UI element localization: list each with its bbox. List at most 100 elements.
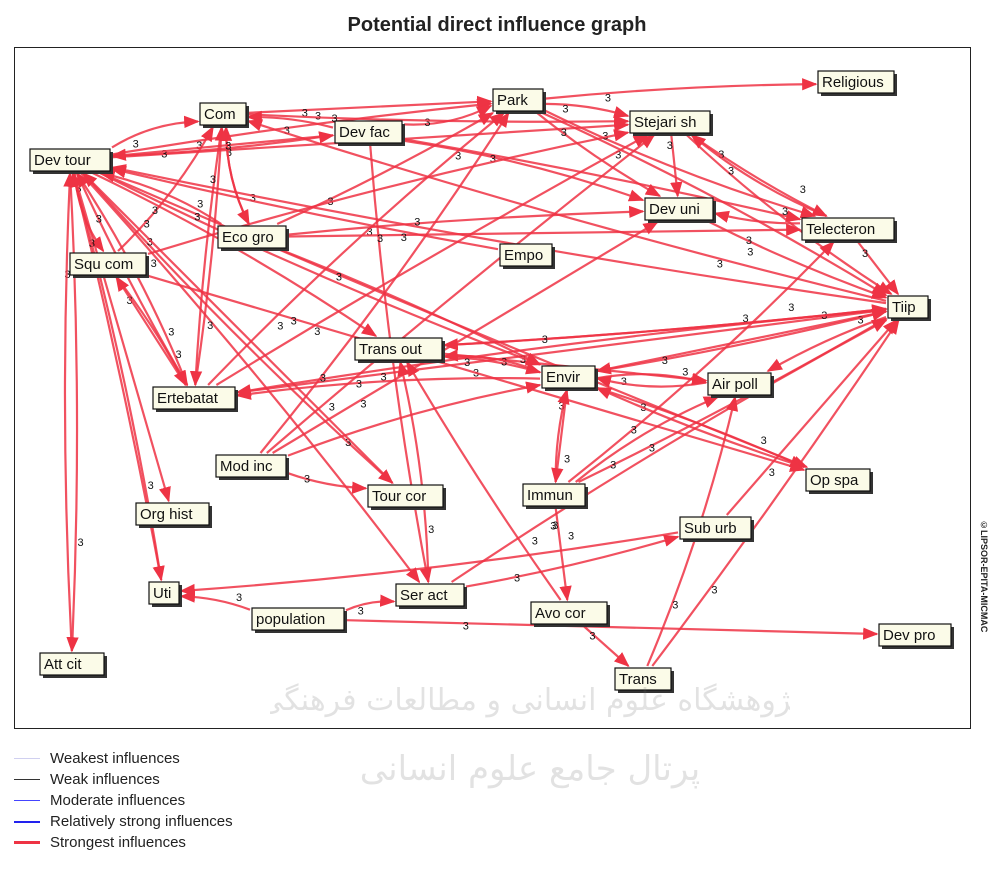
legend-swatch-moderate xyxy=(14,800,40,801)
legend-item-strongest: Strongest influences xyxy=(14,832,233,853)
edge-population-to-seract xyxy=(345,594,396,612)
edge-weight-label: 3 xyxy=(621,376,627,388)
edge-devtour-to-orghist xyxy=(72,172,171,503)
node-box xyxy=(492,88,544,112)
edge-devtour-to-park xyxy=(111,98,493,156)
edge-weight-label: 3 xyxy=(564,454,570,466)
legend-item-weakest: Weakest influences xyxy=(14,748,233,769)
edge-weight-label: 3 xyxy=(631,425,637,437)
edge-weight-label: 3 xyxy=(501,357,507,369)
legend-label-strongest: Strongest influences xyxy=(50,834,186,851)
node-box xyxy=(878,623,952,647)
watermark: پژوهشگاه علوم انسانی و مطالعات فرهنگی پر… xyxy=(270,683,790,789)
node-box xyxy=(215,454,287,478)
edge-park-to-telecteron xyxy=(544,109,817,218)
edge-weight-label: 3 xyxy=(862,248,868,260)
edge-tourcor-to-devtour xyxy=(81,171,394,484)
node-label: Sub urb xyxy=(684,520,737,537)
node-box xyxy=(887,295,929,319)
node-telecteron: Telecteron xyxy=(801,217,897,243)
edge-weight-label: 3 xyxy=(377,233,383,245)
edge-weight-label: 3 xyxy=(314,326,320,338)
node-label: Ser act xyxy=(400,587,448,604)
edge-weight-label: 3 xyxy=(717,258,723,270)
edge-weight-label: 3 xyxy=(743,313,749,325)
node-squcom: Squ com xyxy=(69,252,149,278)
node-orghist: Org hist xyxy=(135,502,212,528)
edge-weight-label: 3 xyxy=(358,605,364,617)
legend-item-weak: Weak influences xyxy=(14,769,233,790)
edge-weight-label: 3 xyxy=(367,227,373,239)
edge-ecogro-to-envir xyxy=(280,248,542,366)
edge-devtour-to-envir xyxy=(99,172,542,366)
edge-weight-label: 3 xyxy=(161,149,167,161)
edge-weight-label: 3 xyxy=(302,107,308,119)
node-box xyxy=(199,102,247,126)
edge-seract-to-transout xyxy=(397,360,430,583)
edge-weight-label: 3 xyxy=(250,192,256,204)
edge-weight-label: 3 xyxy=(96,213,102,225)
legend-swatch-strongest xyxy=(14,841,40,844)
node-label: Op spa xyxy=(810,472,859,489)
edge-weight-label: 3 xyxy=(610,459,616,471)
edge-ertebatat-to-squcom xyxy=(115,275,187,386)
edge-modinc-to-devuni xyxy=(272,221,659,454)
node-box xyxy=(679,516,752,540)
node-label: Immun xyxy=(527,487,573,504)
edge-weight-label: 3 xyxy=(284,125,290,137)
edge-ertebatat-to-com xyxy=(194,125,228,386)
edge-ertebatat-to-stejari xyxy=(215,134,649,386)
node-label: Dev uni xyxy=(649,201,700,218)
edge-weight-label: 3 xyxy=(194,212,200,224)
node-uti: Uti xyxy=(148,581,182,607)
node-label: Att cit xyxy=(44,656,82,673)
node-label: Mod inc xyxy=(220,458,273,475)
edge-weight-label: 3 xyxy=(490,154,496,166)
edge-ecogro-to-devuni xyxy=(287,205,645,236)
edge-avocor-to-transout xyxy=(405,360,562,601)
node-ertebatat: Ertebatat xyxy=(152,386,238,412)
node-religious: Religious xyxy=(817,70,897,96)
edge-devfac-to-devtour xyxy=(110,134,334,161)
edge-population-to-devpro xyxy=(345,619,879,640)
node-label: Tour cor xyxy=(372,488,426,505)
edge-weight-label: 3 xyxy=(236,592,242,604)
edge-com-to-park xyxy=(247,95,493,114)
node-box xyxy=(644,197,714,221)
legend-item-moderate: Moderate influences xyxy=(14,790,233,811)
node-label: Dev pro xyxy=(883,627,936,644)
edge-suburb-to-tiip xyxy=(725,318,898,516)
edge-weight-label: 3 xyxy=(747,247,753,259)
node-label: Envir xyxy=(546,369,580,386)
node-box xyxy=(29,148,111,172)
node-label: Park xyxy=(497,92,528,109)
edge-weight-label: 3 xyxy=(225,141,231,153)
edge-weight-label: 3 xyxy=(277,321,283,333)
edge-weight-label: 3 xyxy=(315,110,321,122)
edge-weight-label: 3 xyxy=(463,620,469,632)
node-box xyxy=(367,484,444,508)
node-label: Avo cor xyxy=(535,605,586,622)
edge-squcom-to-opspa xyxy=(147,274,806,472)
edge-weight-label: 3 xyxy=(151,258,157,270)
legend-label-weakest: Weakest influences xyxy=(50,750,180,767)
node-box xyxy=(522,483,586,507)
edge-weight-label: 3 xyxy=(320,373,326,385)
edge-weight-label: 3 xyxy=(304,473,310,485)
node-empo: Empo xyxy=(499,243,555,269)
edge-weight-label: 3 xyxy=(728,166,734,178)
node-box xyxy=(217,225,287,249)
edge-squcom-to-com xyxy=(117,125,214,252)
node-box xyxy=(541,365,596,389)
edge-weight-label: 3 xyxy=(428,524,434,536)
edge-devtour-to-attcit xyxy=(66,172,79,653)
edge-park-to-religious xyxy=(544,78,818,100)
copyright-text: ©LIPSOR-EPITA-MICMAC xyxy=(979,520,989,633)
node-box xyxy=(530,601,608,625)
node-population: population xyxy=(251,607,347,633)
edge-devuni-to-tiip xyxy=(708,221,888,299)
legend-label-moderate: Moderate influences xyxy=(50,792,186,809)
